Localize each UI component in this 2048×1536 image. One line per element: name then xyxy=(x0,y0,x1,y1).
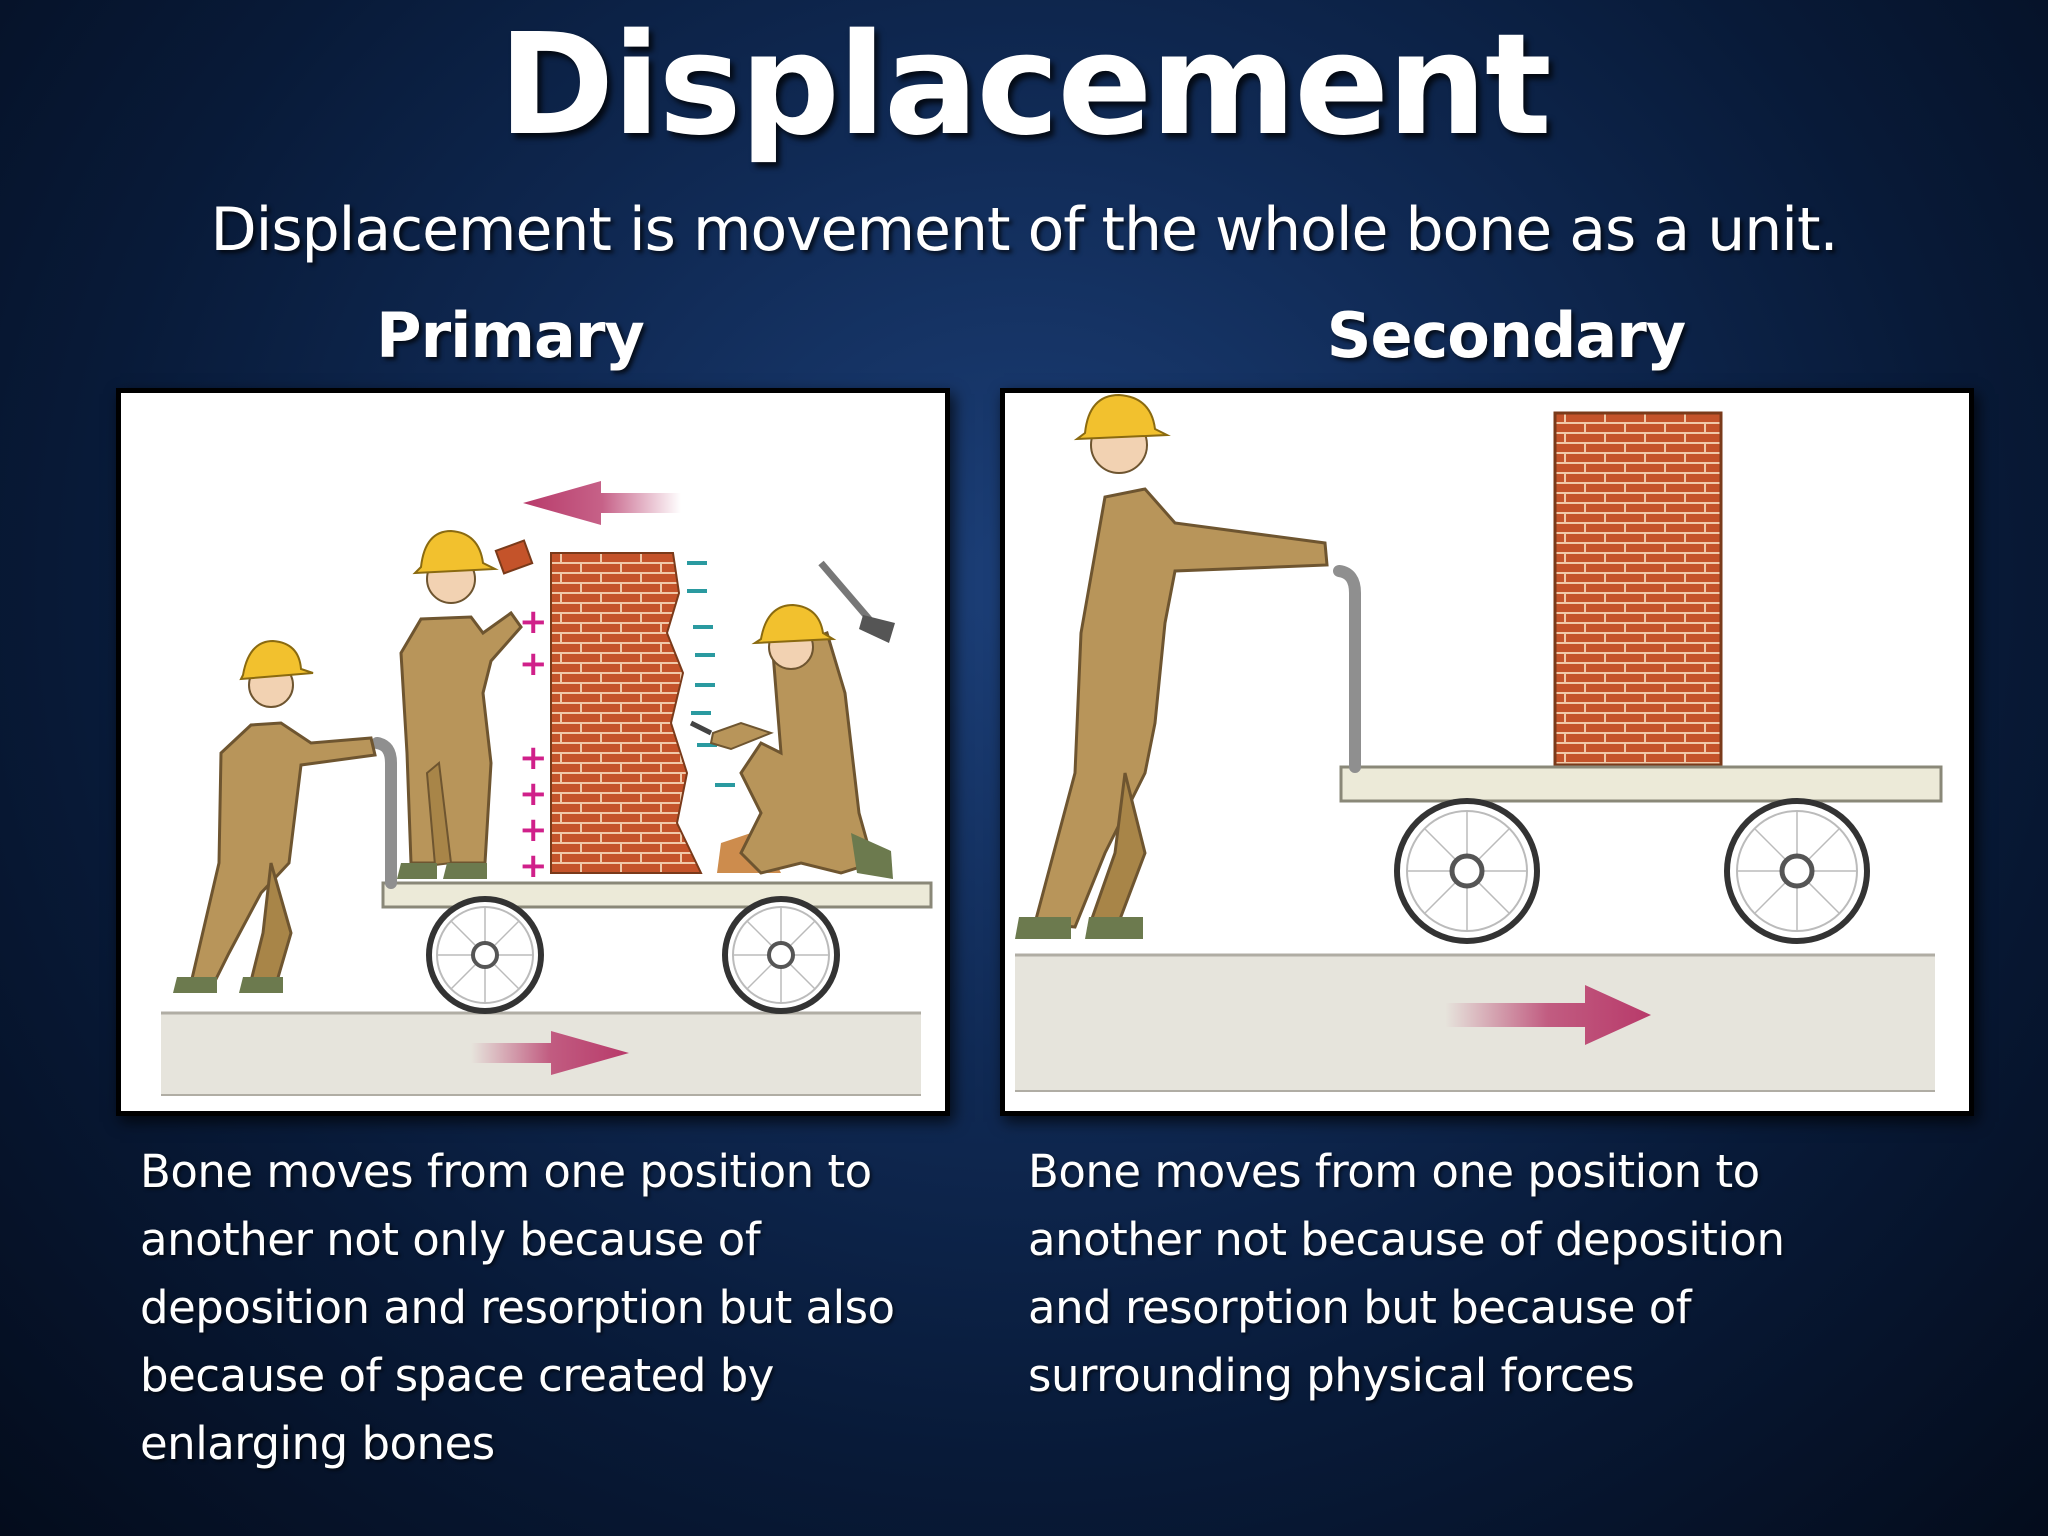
slide-subtitle: Displacement is movement of the whole bo… xyxy=(210,195,1838,265)
arrow-right-icon xyxy=(471,1031,629,1075)
helmet-icon xyxy=(412,529,499,575)
svg-text:+: + xyxy=(519,774,548,814)
helmet-icon xyxy=(751,603,837,645)
arrow-right-icon xyxy=(1445,985,1651,1045)
secondary-description-line: and resorption but because of xyxy=(1028,1281,1692,1334)
worker-icon xyxy=(397,529,534,879)
svg-text:+: + xyxy=(519,738,548,778)
primary-description-line: Bone moves from one position to xyxy=(140,1145,872,1198)
wheel-icon xyxy=(1394,798,1540,944)
secondary-illustration-panel xyxy=(1000,388,1974,1116)
wheel-icon xyxy=(426,896,544,1014)
svg-text:+: + xyxy=(519,810,548,850)
primary-heading: Primary xyxy=(376,299,645,372)
brick-wall-icon xyxy=(1553,411,1723,767)
svg-text:+: + xyxy=(519,602,548,642)
worker-pushing-cart-wall-icon xyxy=(1015,393,1943,1092)
wheel-icon xyxy=(722,896,840,1014)
deposition-signs: ++ ++++ xyxy=(519,602,548,886)
three-workers-wall-cart-icon: ++ ++++ xyxy=(161,481,933,1096)
worker-icon xyxy=(689,560,895,879)
worker-icon xyxy=(173,639,377,993)
primary-description-line: deposition and resorption but also xyxy=(140,1281,895,1334)
slide-title: Displacement xyxy=(498,4,1552,167)
chisel-icon xyxy=(689,720,713,736)
resorption-signs xyxy=(687,561,735,787)
primary-description: Bone moves from one position to another … xyxy=(140,1138,940,1478)
primary-illustration-panel: ++ ++++ xyxy=(116,388,950,1116)
worker-icon xyxy=(1015,393,1329,939)
arrow-left-icon xyxy=(523,481,681,525)
primary-description-line: enlarging bones xyxy=(140,1417,495,1470)
secondary-heading: Secondary xyxy=(1326,299,1686,372)
primary-description-line: another not only because of xyxy=(140,1213,761,1266)
secondary-description-line: another not because of deposition xyxy=(1028,1213,1785,1266)
svg-text:+: + xyxy=(519,644,548,684)
svg-text:+: + xyxy=(519,846,548,886)
secondary-description-line: surrounding physical forces xyxy=(1028,1349,1635,1402)
helmet-icon xyxy=(1073,393,1171,441)
secondary-description: Bone moves from one position to another … xyxy=(1028,1138,1948,1410)
primary-description-line: because of space created by xyxy=(140,1349,774,1402)
secondary-description-line: Bone moves from one position to xyxy=(1028,1145,1760,1198)
brick-wall-icon xyxy=(550,552,703,874)
helmet-icon xyxy=(239,639,314,681)
wheel-icon xyxy=(1724,798,1870,944)
